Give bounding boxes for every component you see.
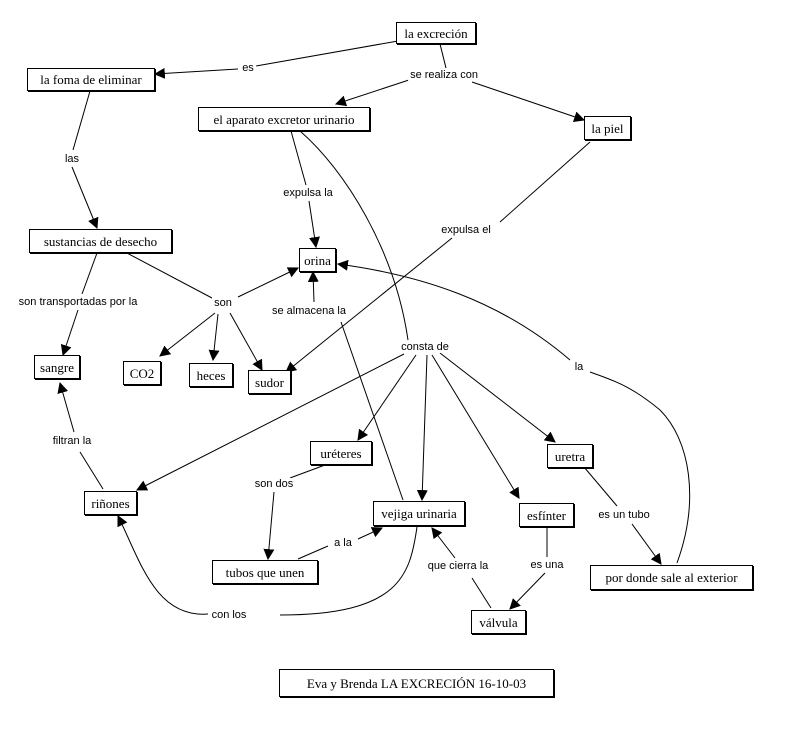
- edge-consta-uretra: [439, 352, 556, 443]
- concept-la-excrecion[interactable]: la excreción: [396, 22, 476, 44]
- edge-son-orina: [237, 267, 299, 298]
- edge-vejiga-conlos: [279, 526, 418, 616]
- link-label-es-un-tubo: es un tubo: [596, 508, 652, 522]
- link-label-es: es: [240, 61, 256, 75]
- link-label-a-la: a la: [332, 536, 354, 550]
- concept-label: heces: [196, 367, 226, 383]
- edge-consta-rinones: [136, 353, 405, 491]
- edge-sustancias-son: [124, 251, 213, 299]
- edge-exterior-la: [589, 371, 691, 564]
- edge-es-foma: [153, 67, 239, 79]
- link-label-las: las: [62, 152, 82, 166]
- concept-co2[interactable]: CO2: [123, 361, 161, 385]
- concept-tubos-que-unen[interactable]: tubos que unen: [212, 560, 318, 584]
- edge-realiza-aparato: [334, 78, 413, 107]
- link-label-se-realiza-con: se realiza con: [408, 68, 480, 82]
- concept-label: la foma de eliminar: [40, 72, 142, 87]
- concept-label: válvula: [479, 614, 518, 630]
- concept-label: sangre: [40, 359, 74, 375]
- edge-tubo-exterior: [631, 523, 662, 565]
- concept-label: CO2: [129, 365, 155, 381]
- edge-excrecion-es: [255, 40, 399, 67]
- edge-excrecion-realiza: [439, 43, 447, 69]
- concept-orina[interactable]: orina: [299, 248, 336, 272]
- edge-sustancias-transportadas: [81, 252, 98, 295]
- concept-rinones[interactable]: riñones: [84, 491, 137, 515]
- concept-label: la excreción: [404, 25, 468, 41]
- edge-son-sudor: [229, 312, 263, 371]
- edge-almacena-orina: [307, 270, 319, 303]
- edge-ala-vejiga: [357, 527, 383, 540]
- concept-sustancias-de-desecho[interactable]: sustancias de desecho: [29, 229, 172, 253]
- concept-heces[interactable]: heces: [189, 363, 233, 387]
- edge-valvula-cierra: [471, 577, 492, 609]
- edge-uretra-tubo: [583, 466, 618, 507]
- link-label-filtran-la: filtran la: [50, 434, 94, 448]
- concept-label: uréteres: [320, 445, 362, 461]
- concept-esfinter[interactable]: esfínter: [519, 503, 574, 527]
- edge-expulsa-orina: [308, 200, 320, 249]
- link-label-es-una: es una: [528, 558, 566, 572]
- concept-por-donde-sale-al-exterior[interactable]: por donde sale al exterior: [590, 565, 753, 590]
- edge-vejiga-almacena: [340, 321, 404, 501]
- concept-label: el aparato excretor urinario: [213, 111, 355, 127]
- footer-text: Eva y Brenda LA EXCRECIÓN 16-10-03: [306, 675, 527, 691]
- concept-aparato-excretor[interactable]: el aparato excretor urinario: [198, 107, 370, 131]
- concept-label: tubos que unen: [225, 564, 305, 580]
- edge-son-heces: [208, 313, 220, 362]
- concept-sangre[interactable]: sangre: [34, 355, 80, 379]
- concept-label: orina: [304, 252, 331, 268]
- edge-ureteres-sondos: [289, 464, 326, 479]
- link-label-la: la: [572, 360, 586, 374]
- link-label-consta-de: consta de: [399, 340, 451, 354]
- concept-label: vejiga urinaria: [381, 506, 457, 521]
- link-label-expulsa-el: expulsa el: [439, 223, 493, 237]
- concept-label: la piel: [591, 120, 624, 136]
- concept-label: uretra: [554, 448, 586, 464]
- link-label-son-transportadas-por-la: son transportadas por la: [16, 295, 140, 309]
- link-label-son-dos: son dos: [252, 477, 296, 491]
- edge-aparato-expulsa: [290, 130, 307, 186]
- link-label-expulsa-la: expulsa la: [281, 186, 335, 200]
- map-title-footer: Eva y Brenda LA EXCRECIÓN 16-10-03: [279, 669, 554, 697]
- edge-piel-expulsa: [499, 141, 591, 223]
- edge-cierra-vejiga: [431, 527, 456, 559]
- edge-filtran-sangre: [57, 381, 75, 433]
- edge-esuna-valvula: [509, 572, 546, 610]
- edge-conlos-rinones: [117, 515, 209, 615]
- concept-vejiga-urinaria[interactable]: vejiga urinaria: [373, 501, 465, 526]
- edge-consta-vejiga: [416, 354, 428, 502]
- concept-ureteres[interactable]: uréteres: [310, 441, 372, 465]
- concept-la-piel[interactable]: la piel: [584, 116, 631, 140]
- edge-las-sustancias: [71, 166, 99, 230]
- concept-valvula[interactable]: válvula: [471, 610, 526, 634]
- edge-consta-ureteres: [357, 354, 417, 441]
- edge-rinones-filtran: [79, 451, 104, 490]
- edge-transportadas-sangre: [60, 309, 79, 357]
- edge-aparato-consta: [299, 130, 409, 341]
- concept-label: esfínter: [527, 507, 566, 523]
- edge-son-co2: [159, 312, 216, 357]
- concept-label: riñones: [91, 495, 130, 511]
- concept-uretra[interactable]: uretra: [547, 444, 593, 468]
- link-label-son: son: [212, 296, 234, 310]
- concept-label: sustancias de desecho: [43, 233, 158, 249]
- edge-foma-las: [72, 90, 91, 151]
- link-label-se-almacena-la: se almacena la: [270, 304, 348, 318]
- edge-sondos-tubos: [263, 491, 275, 561]
- concept-label: sudor: [255, 374, 284, 390]
- edge-expulsa-sudor: [285, 237, 453, 373]
- edge-consta-esfinter: [431, 354, 520, 499]
- edge-realiza-piel: [471, 81, 586, 123]
- edge-la-orina: [336, 259, 571, 361]
- edge-tubos-ala: [297, 545, 329, 560]
- link-label-con-los: con los: [209, 608, 249, 622]
- concept-sudor[interactable]: sudor: [248, 370, 291, 394]
- concept-label: por donde sale al exterior: [605, 570, 738, 585]
- link-label-que-cierra-la: que cierra la: [425, 559, 491, 573]
- concept-la-foma-de-eliminar[interactable]: la foma de eliminar: [27, 68, 155, 91]
